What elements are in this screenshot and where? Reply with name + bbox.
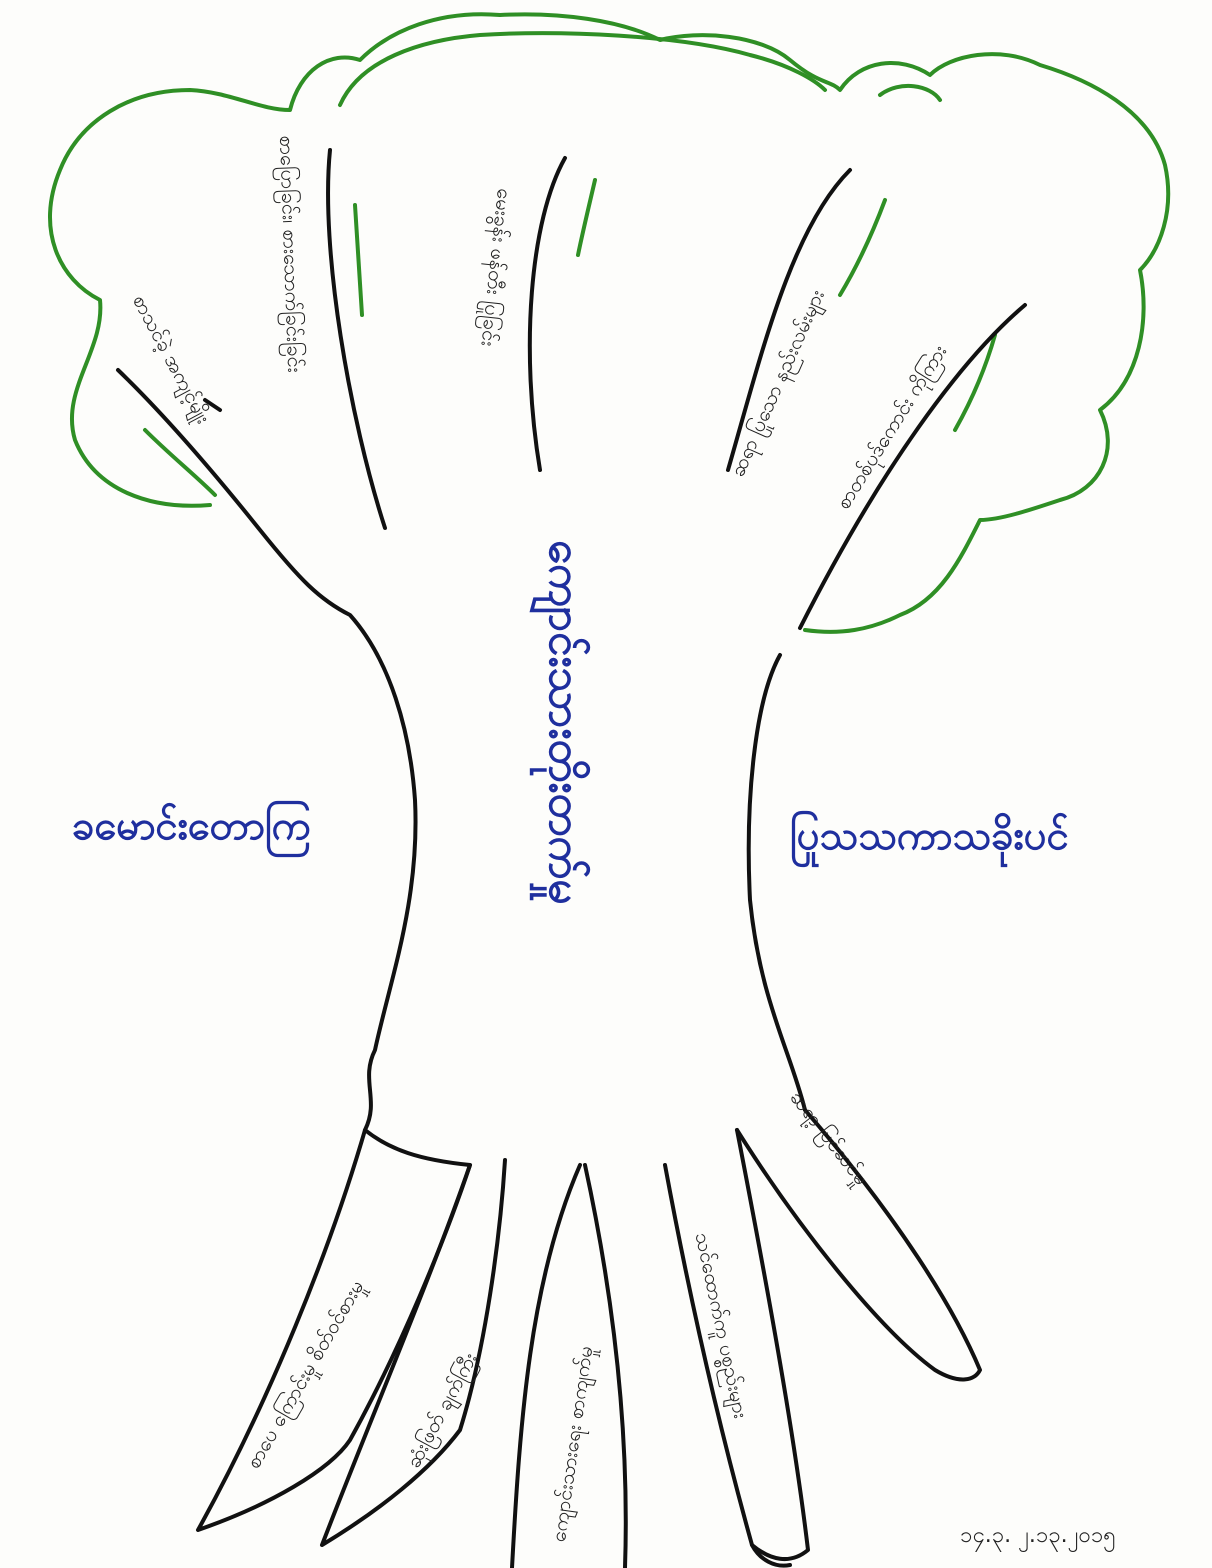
canopy-hatch-4	[840, 200, 885, 295]
trunk-center-label: ကျောင်းသားတိုးတက်မှု	[528, 540, 592, 880]
canopy-inner-right	[880, 86, 940, 100]
trunk-right-edge	[749, 655, 805, 1110]
canopy-hatch-3	[578, 180, 595, 255]
canopy-outline	[50, 14, 1168, 632]
trunk-right-label: ပြုသသကာသခိုးပင်	[790, 810, 1069, 869]
branch-line-3	[530, 158, 565, 470]
canopy-hatch-5	[955, 335, 995, 430]
date-label: ၁၄.၃. ၂.၁၃.၂၀၁၅	[960, 1520, 1116, 1553]
root-2	[322, 1160, 505, 1545]
canopy-hatch-2	[355, 205, 362, 315]
trunk-left-label: ခမောင်းတောကြ	[72, 800, 311, 859]
root-5	[737, 1110, 980, 1379]
canopy	[50, 14, 1168, 632]
canopy-inner-top	[340, 33, 825, 105]
